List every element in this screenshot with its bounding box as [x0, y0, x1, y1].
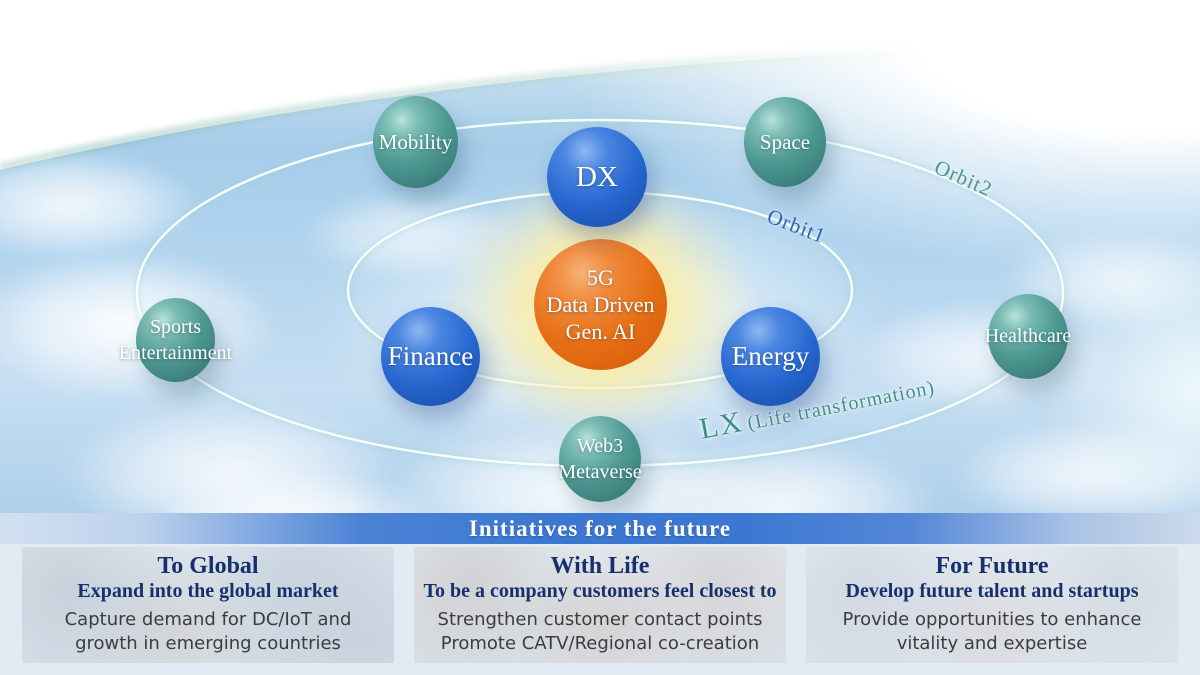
- sphere-sports-line2: Entertainment: [118, 342, 233, 364]
- initiatives-banner: Initiatives for the future: [0, 513, 1200, 544]
- sphere-finance: Finance: [381, 307, 480, 406]
- sphere-healthcare-label: Healthcare: [984, 325, 1072, 347]
- card-subtitle: Develop future talent and startups: [845, 580, 1139, 603]
- initiatives-section: Initiatives for the future To Global Exp…: [0, 513, 1200, 675]
- sphere-space: Space: [744, 97, 826, 187]
- initiative-card-with-life: With Life To be a company customers feel…: [414, 547, 786, 663]
- sphere-space-label: Space: [759, 129, 811, 154]
- card-body-line: growth in emerging countries: [75, 632, 341, 654]
- card-subtitle: To be a company customers feel closest t…: [423, 580, 777, 603]
- sphere-finance-label: Finance: [387, 341, 474, 371]
- card-body-line: vitality and expertise: [896, 632, 1088, 654]
- center-sphere-line3: Gen. AI: [565, 319, 636, 345]
- card-subtitle: Expand into the global market: [77, 580, 339, 603]
- initiatives-banner-title: Initiatives for the future: [468, 515, 732, 541]
- sphere-dx-label: DX: [576, 160, 618, 193]
- card-title: To Global: [157, 553, 259, 579]
- card-body-line: Capture demand for DC/IoT and: [64, 609, 352, 631]
- lx-prefix: LX: [696, 404, 747, 446]
- sphere-web3-metaverse: Web3 Metaverse: [558, 416, 642, 502]
- sphere-5g-data-driven-gen-ai: 5G Data Driven Gen. AI: [534, 239, 667, 370]
- sphere-healthcare: Healthcare: [985, 294, 1071, 379]
- card-title: With Life: [550, 553, 650, 579]
- sphere-web3-line1: Web3: [576, 435, 624, 457]
- card-title: For Future: [935, 553, 1049, 579]
- initiative-card-for-future: For Future Develop future talent and sta…: [806, 547, 1178, 663]
- sphere-dx: DX: [547, 127, 647, 227]
- card-body-line: Provide opportunities to enhance: [842, 609, 1142, 631]
- initiative-card-to-global: To Global Expand into the global market …: [22, 547, 394, 663]
- sphere-mobility: Mobility: [373, 96, 458, 188]
- card-body-line: Strengthen customer contact points: [437, 609, 763, 631]
- center-sphere-line2: Data Driven: [546, 291, 655, 317]
- sphere-sports-line1: Sports: [149, 316, 202, 338]
- card-body-line: Promote CATV/Regional co-creation: [440, 632, 760, 654]
- sphere-mobility-label: Mobility: [378, 129, 453, 154]
- sphere-web3-line2: Metaverse: [558, 461, 642, 483]
- center-sphere-line1: 5G: [587, 264, 614, 290]
- sphere-energy-label: Energy: [731, 341, 810, 371]
- sphere-sports-entertainment: Sports Entertainment: [119, 298, 232, 382]
